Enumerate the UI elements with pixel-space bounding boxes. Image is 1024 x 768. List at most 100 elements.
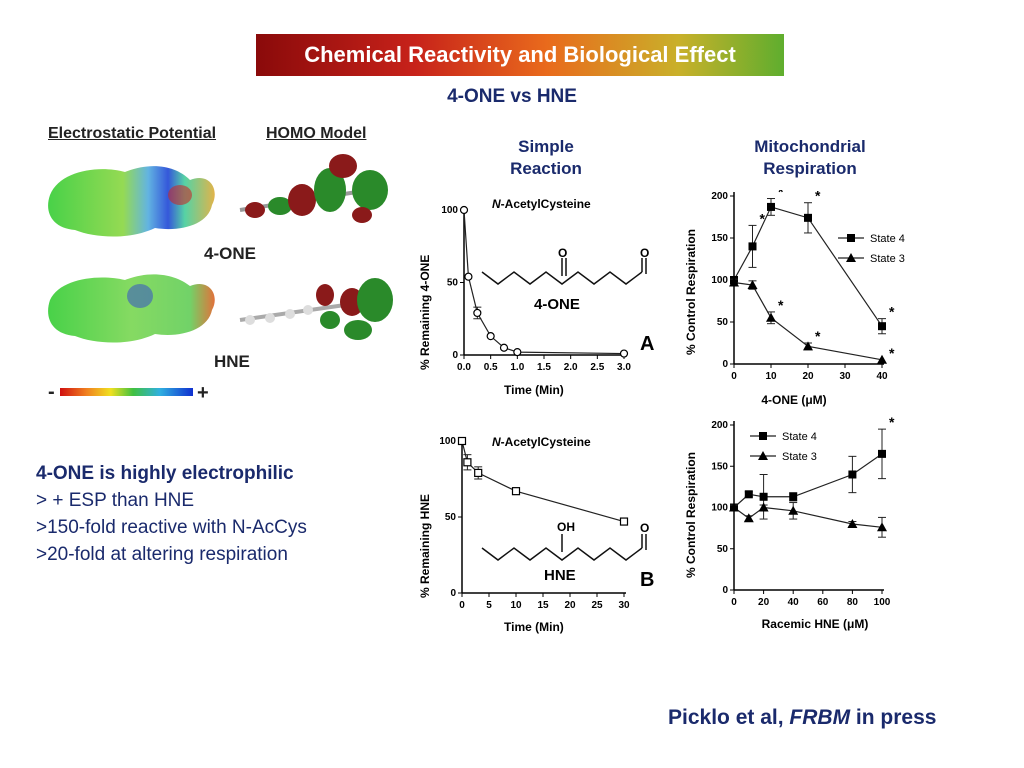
chart-b-title-n: N (492, 435, 501, 449)
chart-b-title: N-AcetylCysteine (492, 435, 591, 449)
chart-d-point (789, 492, 798, 501)
svg-text:O: O (558, 246, 567, 260)
chart-d-y-tick-label: 200 (711, 420, 728, 431)
chart-c-point (747, 280, 758, 290)
chart-a-x-tick-label: 2.0 (564, 362, 578, 373)
chart-b-x-tick-label: 10 (510, 600, 522, 611)
chart-d-ylabel: % Control Respiration (684, 452, 698, 578)
chart-a-structure-label: 4-ONE (534, 296, 580, 313)
key-points-heading: 4-ONE is highly electrophilic (36, 463, 294, 484)
chart-c-x-tick-label: 0 (731, 371, 737, 382)
chart-a-title-n: N (492, 197, 501, 211)
chart-d-point (847, 519, 858, 528)
chart-a-point (473, 308, 482, 318)
mito-respiration-heading: Mitochondrial Respiration (730, 136, 890, 180)
chart-c-point (748, 242, 757, 251)
chart-d-point (848, 470, 857, 479)
chart-c-x-tick-label: 10 (765, 371, 777, 382)
chart-b-x-tick-label: 15 (537, 600, 549, 611)
mito-respiration-line1: Mitochondrial (754, 137, 866, 156)
chart-c-point (766, 312, 776, 322)
chart-a-y-tick-label: 0 (452, 350, 458, 361)
chart-d-point (729, 502, 739, 512)
structure-hne: OH O (481, 520, 649, 561)
chart-b-x-tick-label: 20 (564, 600, 576, 611)
chart-d-x-tick-label: 60 (817, 597, 829, 608)
chart-d-x-tick-label: 40 (788, 597, 800, 608)
chart-a-point (464, 272, 473, 281)
structure-4-one: O O (481, 246, 649, 285)
chart-d-hne-respiration: Racemic HNE (μM) % Control Respiration 0… (684, 414, 895, 631)
chart-d-xlabel: Racemic HNE (μM) (762, 617, 869, 631)
chart-d-point (877, 522, 887, 532)
chart-a-x-tick-label: 2.5 (590, 362, 604, 373)
citation-authors: Picklo et al, (668, 706, 784, 729)
chart-d-x-tick-label: 100 (874, 597, 891, 608)
chart-a-panel-label: A (640, 333, 654, 355)
homo-model-4-one (239, 154, 388, 223)
chart-d-point (788, 505, 799, 515)
chart-a-point (619, 349, 629, 358)
homo-label: HOMO Model (266, 125, 367, 142)
chart-b-ylabel: % Remaining HNE (418, 494, 432, 598)
chart-c-significance-mark: * (778, 297, 784, 313)
chart-a-title: N-AcetylCysteine (492, 197, 591, 211)
simple-reaction-line2: Reaction (510, 159, 582, 178)
chart-d-point (759, 492, 768, 501)
chart-b-y-tick-label: 50 (445, 512, 457, 523)
simple-reaction-heading: Simple Reaction (486, 136, 606, 180)
key-points: 4-ONE is highly electrophilic > + ESP th… (36, 460, 307, 568)
chart-b-x-tick-label: 25 (591, 600, 603, 611)
chart-c-y-tick-label: 100 (711, 275, 728, 286)
svg-text:O: O (640, 521, 649, 535)
chart-c-y-tick-label: 50 (717, 317, 729, 328)
scale-plus-label: + (197, 382, 209, 404)
chart-d-series-line (733, 506, 883, 528)
mito-respiration-line2: Respiration (763, 159, 857, 178)
chart-c-significance-mark: * (815, 328, 821, 344)
simple-reaction-line1: Simple (518, 137, 574, 156)
chart-a-xlabel: Time (Min) (504, 383, 564, 397)
chart-b-y-tick-label: 100 (439, 436, 456, 447)
chart-c-ylabel: % Control Respiration (684, 229, 698, 355)
chart-b-xlabel: Time (Min) (504, 620, 564, 634)
chart-a-ylabel: % Remaining 4-ONE (418, 255, 432, 370)
chart-b-x-tick-label: 5 (486, 600, 492, 611)
chart-c-significance-mark: * (889, 345, 895, 361)
chart-c-significance-mark: * (889, 304, 895, 320)
chart-d-legend-marker (759, 432, 767, 440)
esp-color-scale (60, 388, 193, 396)
chart-d-x-tick-label: 0 (731, 597, 737, 608)
chart-d-x-tick-label: 80 (847, 597, 859, 608)
chart-b-structure-label: HNE (544, 567, 576, 584)
chart-b-x-tick-label: 0 (459, 600, 465, 611)
chart-d-point (878, 449, 886, 458)
chart-c-y-tick-label: 0 (722, 359, 728, 370)
chart-c-significance-mark: * (760, 210, 766, 226)
hne-molecule-label: HNE (214, 352, 250, 371)
chart-c-point (803, 341, 813, 351)
chart-b-title-rest: -AcetylCysteine (501, 435, 591, 449)
chart-c-y-tick-label: 150 (711, 233, 728, 244)
chart-d-legend-marker (758, 451, 768, 460)
key-point-1: > + ESP than HNE (36, 490, 195, 511)
chart-c-point (878, 322, 886, 331)
chart-a-title-rest: -AcetylCysteine (501, 197, 591, 211)
chart-b-point (457, 436, 467, 446)
scale-minus-label: - (48, 381, 55, 403)
chart-d-point (743, 513, 754, 523)
chart-d-point (744, 490, 753, 499)
chart-a-point (486, 332, 495, 341)
chart-c-legend-marker (846, 253, 856, 262)
chart-c-xlabel: 4-ONE (μM) (761, 393, 826, 407)
chart-a-point (459, 205, 469, 215)
chart-a-x-tick-label: 0.0 (457, 362, 471, 373)
citation-status: in press (855, 706, 937, 729)
slide-title: Chemical Reactivity and Biological Effec… (256, 34, 784, 76)
chart-c-point (877, 354, 887, 364)
chart-d-y-tick-label: 150 (711, 461, 728, 472)
chart-d-y-tick-label: 0 (722, 585, 728, 596)
one-molecule-label: 4-ONE (204, 244, 256, 263)
chart-b-point (619, 517, 629, 526)
